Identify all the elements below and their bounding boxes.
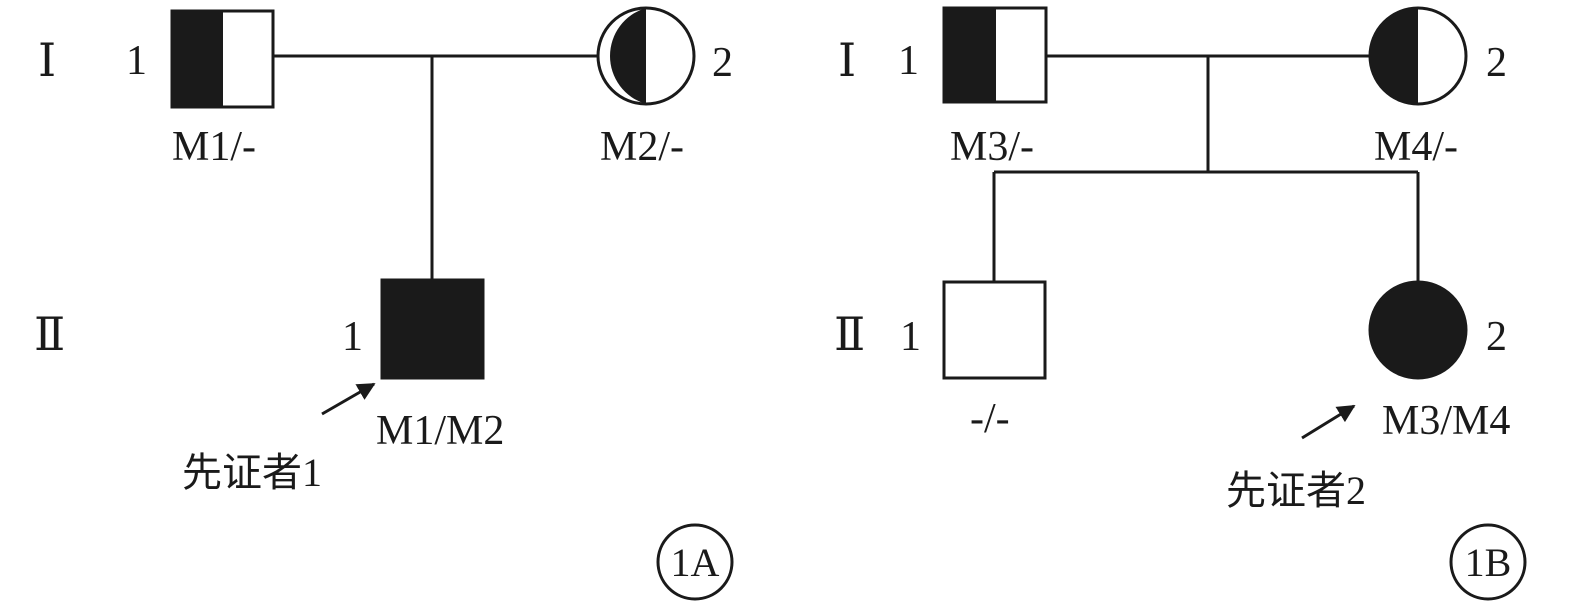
son-symbol bbox=[942, 280, 1047, 380]
father-genotype: M1/- bbox=[172, 124, 256, 170]
panel-label-1a: 1A bbox=[656, 523, 734, 601]
mother-symbol bbox=[596, 6, 696, 106]
svg-text:1B: 1B bbox=[1465, 540, 1512, 585]
proband-label: 先证者2 bbox=[1226, 468, 1366, 513]
mother-genotype: M2/- bbox=[600, 124, 684, 170]
son-number: 1 bbox=[342, 314, 363, 360]
mother-number: 2 bbox=[1486, 40, 1507, 86]
mother-number: 2 bbox=[712, 40, 733, 86]
father-number: 1 bbox=[126, 38, 147, 84]
generation-2-label: Ⅱ bbox=[834, 309, 865, 360]
father-symbol bbox=[170, 9, 275, 109]
mother-symbol bbox=[1368, 6, 1468, 106]
panel-label-1b: 1B bbox=[1449, 523, 1527, 601]
generation-2-label: Ⅱ bbox=[34, 309, 65, 360]
son-genotype: M1/M2 bbox=[376, 408, 504, 454]
son-symbol bbox=[380, 278, 485, 380]
proband-arrow bbox=[1301, 404, 1356, 440]
son-genotype: -/- bbox=[970, 396, 1010, 442]
generation-1-label: Ⅰ bbox=[38, 35, 56, 86]
son-number: 1 bbox=[900, 314, 921, 360]
proband-arrow bbox=[321, 382, 376, 416]
svg-text:1A: 1A bbox=[671, 540, 720, 585]
daughter-number: 2 bbox=[1486, 314, 1507, 360]
generation-1-label: Ⅰ bbox=[838, 35, 856, 86]
daughter-symbol bbox=[1368, 280, 1468, 380]
mother-genotype: M4/- bbox=[1374, 124, 1458, 170]
father-genotype: M3/- bbox=[950, 124, 1034, 170]
panel-1a: Ⅰ Ⅱ 1 M1/- 2 M2/- 1 M1/M2 先证者1 1A bbox=[34, 6, 734, 601]
proband-label: 先证者1 bbox=[182, 450, 322, 495]
panel-1b: Ⅰ Ⅱ 1 M3/- 2 M4/- 1 -/- 2 M3/M4 先证者2 bbox=[834, 6, 1527, 601]
father-symbol bbox=[942, 6, 1048, 104]
daughter-genotype: M3/M4 bbox=[1382, 398, 1510, 444]
father-number: 1 bbox=[898, 38, 919, 84]
